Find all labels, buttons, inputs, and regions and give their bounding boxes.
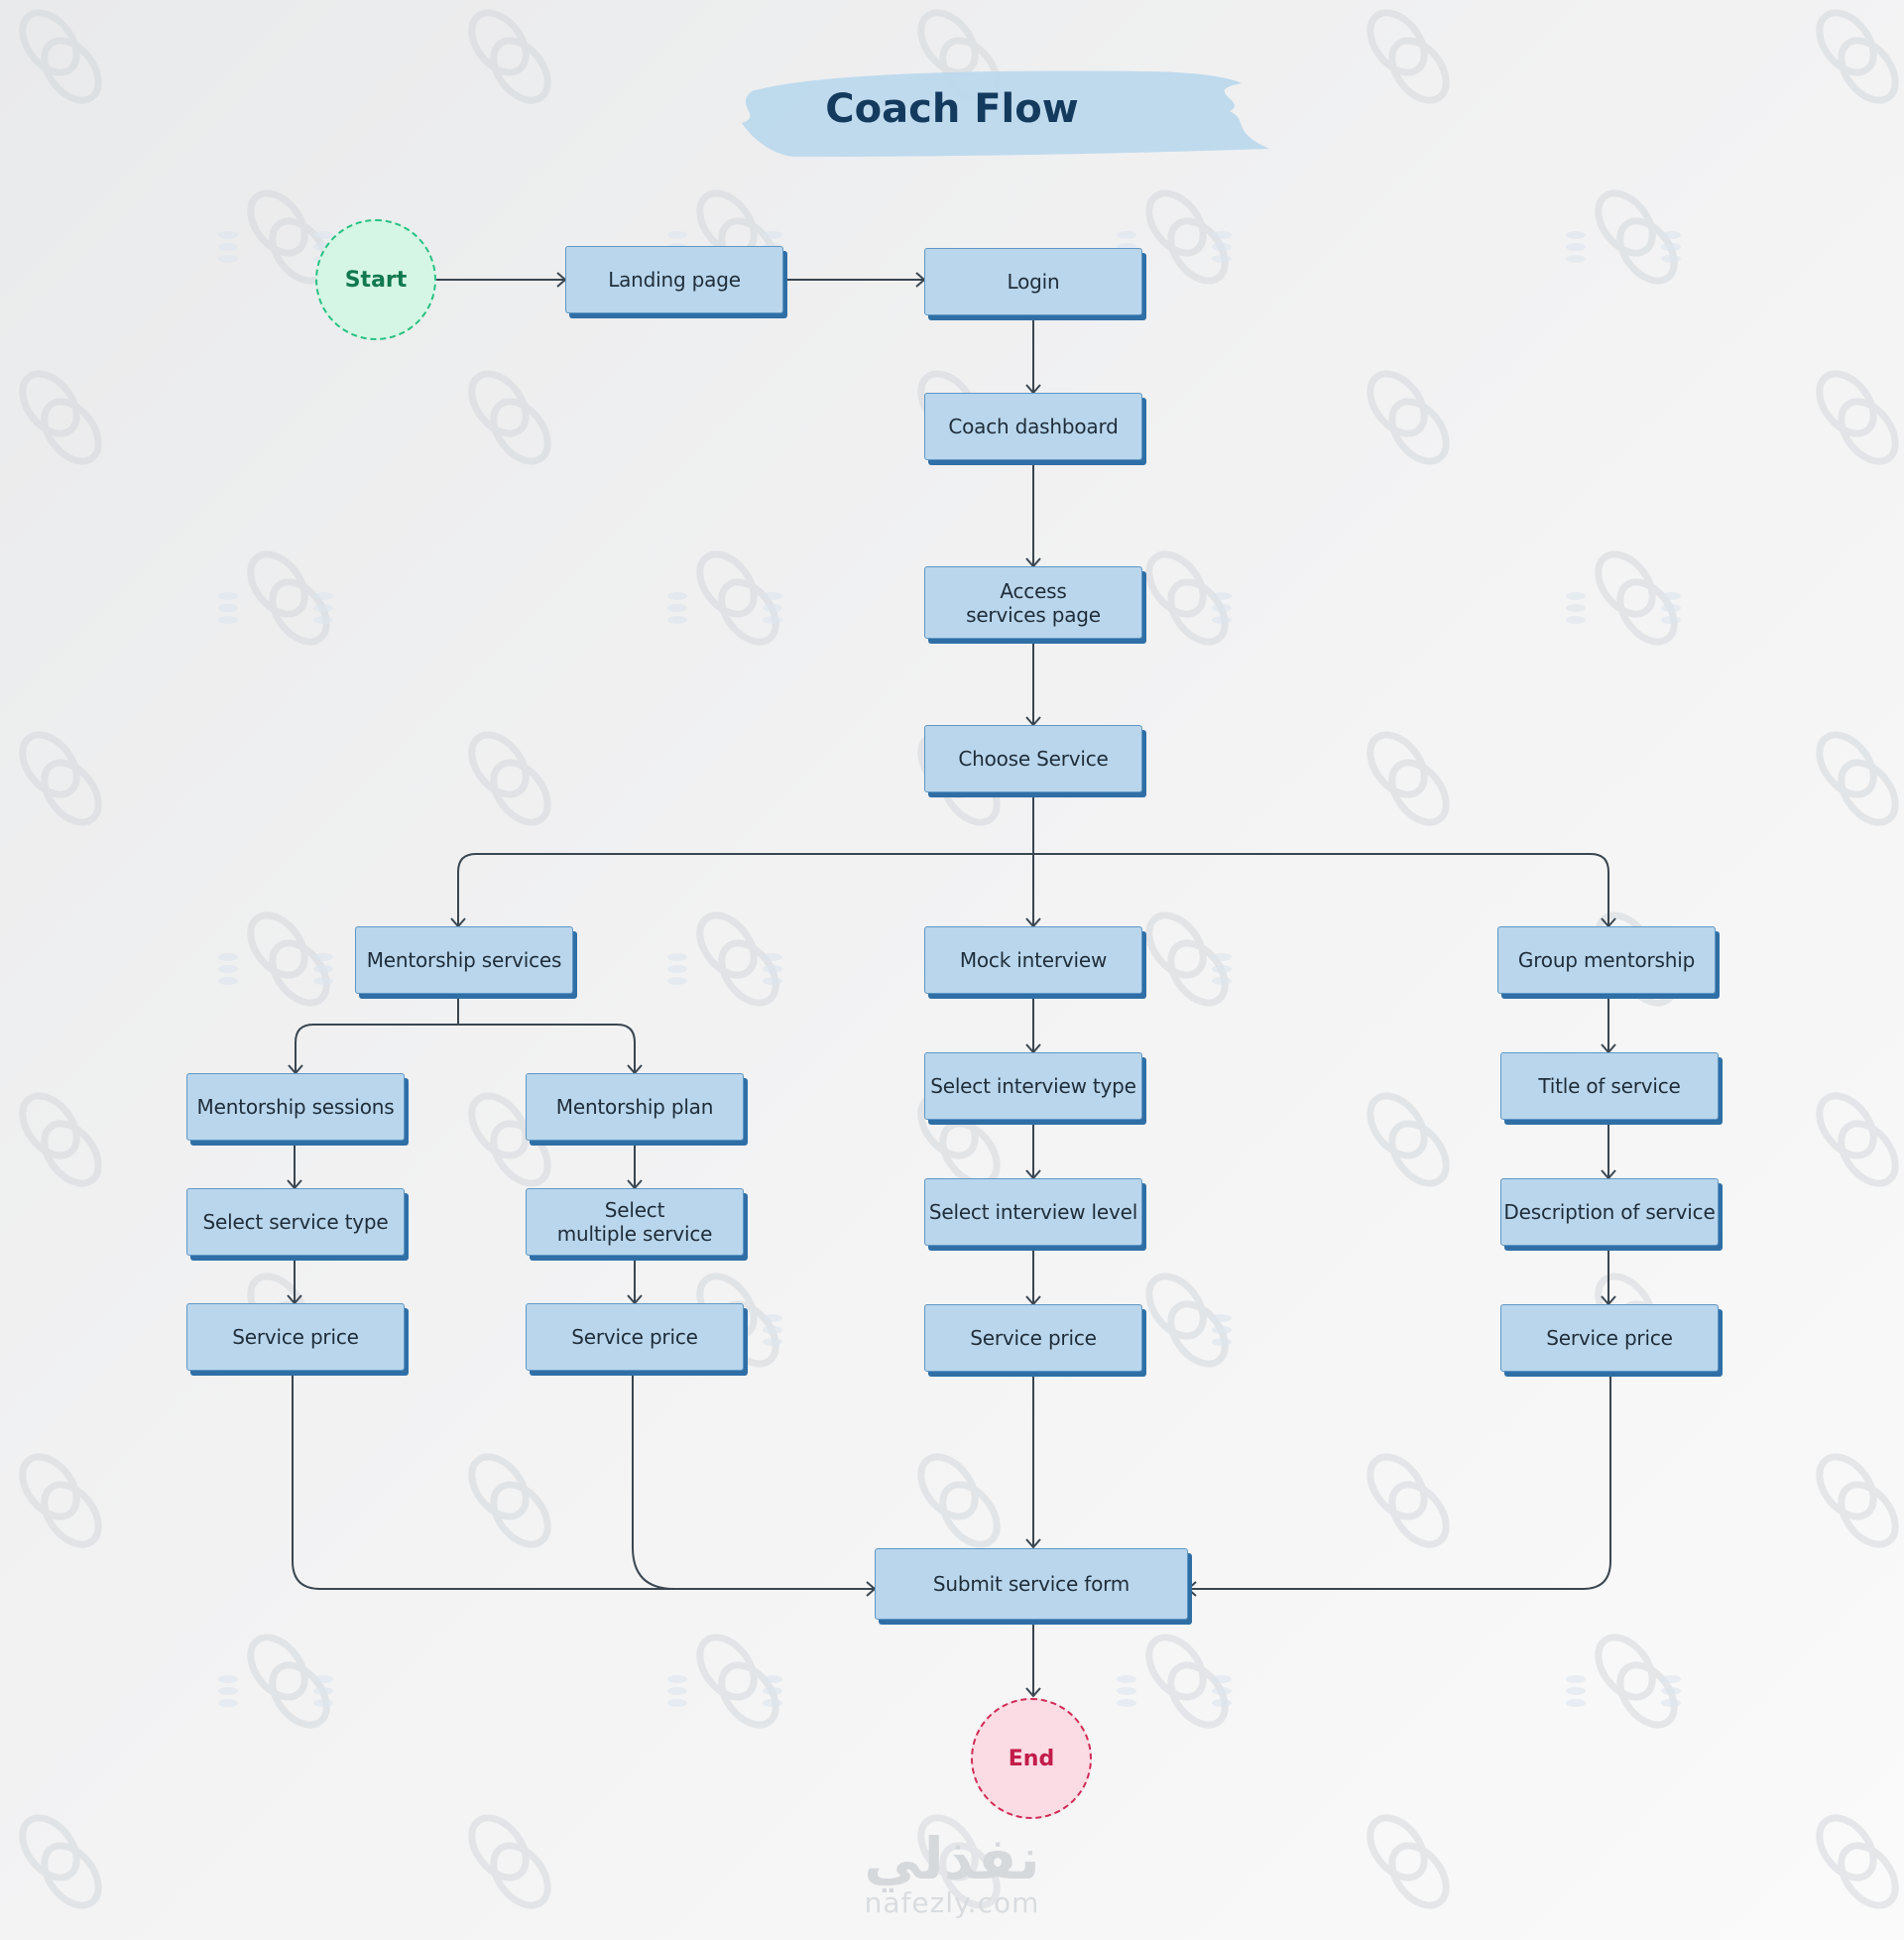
start-label: Start (344, 267, 408, 293)
edge-choose-mentorship (457, 853, 1033, 926)
node-service-price-sessions: Service price (186, 1303, 405, 1371)
node-title-of-service: Title of service (1500, 1052, 1719, 1120)
node-select-interview-type: Select interview type (924, 1052, 1142, 1120)
node-access-services-page: Access services page (924, 566, 1142, 639)
start-node: Start (315, 219, 436, 340)
brand-url-text: nafezly.com (864, 1886, 1040, 1919)
node-service-price-plan: Service price (526, 1303, 744, 1371)
node-mentorship-services: Mentorship services (355, 926, 573, 994)
node-submit-service-form: Submit service form (875, 1548, 1188, 1620)
edge-price4-submit (1188, 1375, 1611, 1590)
node-service-price-mock: Service price (924, 1304, 1142, 1372)
edge-mentorship-sessions (295, 1024, 458, 1073)
brand-watermark-logo: نفذلي nafezly.com (843, 1825, 1061, 1934)
title-banner: Coach Flow (734, 61, 1269, 163)
end-label: End (1008, 1746, 1055, 1771)
node-select-multiple-service: Select multiple service (526, 1188, 744, 1256)
node-group-mentorship: Group mentorship (1497, 926, 1716, 994)
brush-stroke-shape (742, 70, 1269, 157)
node-select-service-type: Select service type (186, 1188, 405, 1256)
edge-price1-submit (292, 1375, 875, 1590)
node-landing-page: Landing page (565, 246, 783, 313)
node-mentorship-sessions: Mentorship sessions (186, 1073, 405, 1141)
node-choose-service: Choose Service (924, 725, 1142, 792)
end-node: End (971, 1698, 1092, 1819)
page-title: Coach Flow (825, 86, 1079, 132)
brand-arabic-text: نفذلي (864, 1825, 1040, 1892)
node-description-of-service: Description of service (1500, 1178, 1719, 1246)
node-login: Login (924, 248, 1142, 315)
edge-mentorship-plan (458, 1024, 636, 1073)
node-mock-interview: Mock interview (924, 926, 1142, 994)
edge-price2-submit (632, 1375, 875, 1590)
node-select-interview-level: Select interview level (924, 1178, 1142, 1246)
edge-choose-group (1033, 853, 1609, 926)
node-coach-dashboard: Coach dashboard (924, 393, 1142, 460)
node-service-price-group: Service price (1500, 1304, 1719, 1372)
node-mentorship-plan: Mentorship plan (526, 1073, 744, 1141)
